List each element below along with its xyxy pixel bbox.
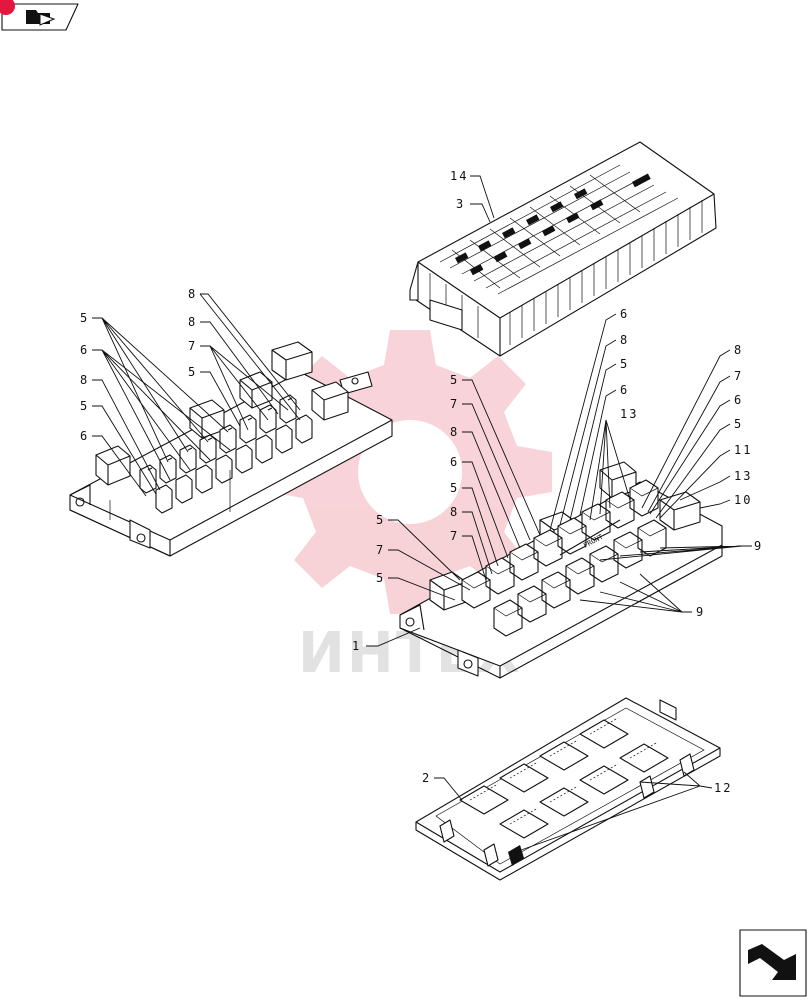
- callout-label: 6: [734, 393, 743, 407]
- callout-label: 5: [80, 311, 89, 325]
- callout-label: 7: [450, 397, 459, 411]
- callout-label: 8: [80, 373, 89, 387]
- callout-label: 8: [450, 505, 459, 519]
- callout-label: 9: [696, 605, 705, 619]
- top-nav-tab[interactable]: [0, 0, 79, 31]
- return-button[interactable]: [739, 929, 807, 997]
- callout-label: 6: [80, 343, 89, 357]
- callout-label: 3: [456, 197, 465, 211]
- callout-label: 12: [714, 781, 732, 795]
- callout-labels: 14 3 8 5 8 7 5 6 8 5 6 6 8 5 6 13 5 7 8 …: [80, 169, 763, 795]
- right-relay-grid: [461, 479, 667, 637]
- callout-label: 5: [80, 399, 89, 413]
- return-arrow-icon: [748, 944, 796, 980]
- callout-label: 5: [376, 571, 385, 585]
- callout-label: 6: [450, 455, 459, 469]
- callout-label: 6: [620, 383, 629, 397]
- callout-label: 5: [450, 481, 459, 495]
- callout-label: 9: [754, 539, 763, 553]
- callout-label: 5: [620, 357, 629, 371]
- callout-label: 5: [450, 373, 459, 387]
- callout-label: 5: [188, 365, 197, 379]
- callout-label: 14: [450, 169, 468, 183]
- callout-label: 11: [734, 443, 752, 457]
- callout-label: 8: [450, 425, 459, 439]
- fuse-box-cover: [409, 141, 717, 357]
- callout-label: 13: [620, 407, 638, 421]
- callout-label: 2: [422, 771, 431, 785]
- folder-arrow-icon: [26, 10, 56, 26]
- callout-label: 7: [188, 339, 197, 353]
- callout-label: 8: [188, 315, 197, 329]
- callout-label: 8: [188, 287, 197, 301]
- callout-label: 10: [734, 493, 752, 507]
- callout-lines: [92, 175, 752, 855]
- callout-label: 8: [734, 343, 743, 357]
- callout-label: 5: [734, 417, 743, 431]
- cover-label-grid: [439, 164, 679, 295]
- callout-label: 6: [80, 429, 89, 443]
- base-tray: [415, 697, 721, 881]
- accent-dot: [0, 0, 15, 15]
- right-fuse-assembly: FRONT: [399, 461, 723, 679]
- callout-label: 5: [376, 513, 385, 527]
- callout-label: 7: [376, 543, 385, 557]
- callout-label: 8: [620, 333, 629, 347]
- left-fuse-assembly: [69, 341, 393, 557]
- callout-label: 7: [450, 529, 459, 543]
- base-tray-cells: [459, 717, 669, 839]
- callout-label: 13: [734, 469, 752, 483]
- left-fuse-row: [139, 394, 313, 514]
- callout-label: 6: [620, 307, 629, 321]
- callout-label: 1: [352, 639, 361, 653]
- callout-label: 7: [734, 369, 743, 383]
